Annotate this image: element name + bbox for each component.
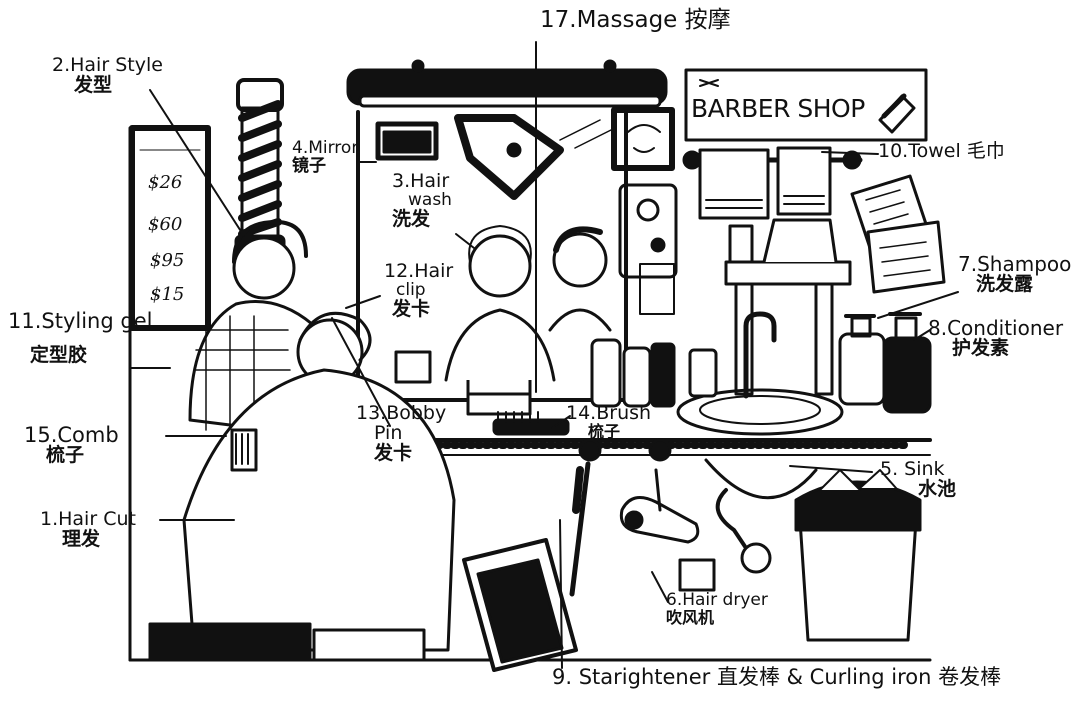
trash-bin bbox=[794, 469, 922, 642]
price-3: $95 bbox=[150, 250, 185, 271]
price-2: $60 bbox=[148, 214, 183, 235]
label-straightener: 9. Starightener 直发棒 & Curling iron 卷发棒 bbox=[552, 665, 1002, 689]
label-comb: 15.Comb 梳子 bbox=[24, 423, 119, 467]
label-massage: 17.Massage 按摩 bbox=[540, 7, 731, 33]
counter bbox=[378, 438, 932, 462]
label-bobby-pin: 13.Bobby Pin 发卡 bbox=[356, 402, 447, 464]
mirror bbox=[356, 107, 675, 402]
label-mirror: 4.Mirror 镜子 bbox=[292, 138, 359, 176]
barber-pole bbox=[234, 78, 286, 256]
label-sink: 5. Sink 水池 bbox=[880, 458, 957, 500]
label-hair-dryer: 6.Hair dryer 吹风机 bbox=[666, 590, 768, 627]
hair-dryer-object bbox=[619, 468, 716, 592]
sink bbox=[676, 311, 844, 574]
barber-shop-sign-text: BARBER SHOP bbox=[691, 94, 865, 123]
price-4: $15 bbox=[150, 284, 185, 305]
label-styling-gel: 11.Styling gel 定型胶 bbox=[8, 309, 153, 367]
label-towel: 10.Towel 毛巾 bbox=[878, 140, 1005, 162]
barber-shop-sign bbox=[684, 68, 928, 142]
straightener-object bbox=[569, 461, 591, 597]
brush-object bbox=[492, 411, 570, 436]
label-hair-style: 2.Hair Style 发型 bbox=[52, 54, 163, 96]
label-conditioner: 8.Conditioner 护发素 bbox=[928, 316, 1064, 359]
wall-outlet bbox=[618, 183, 678, 315]
counter-bottles bbox=[590, 338, 718, 408]
barber-chair bbox=[148, 622, 426, 662]
ceiling-lamp bbox=[346, 59, 668, 108]
price-1: $26 bbox=[148, 172, 183, 193]
product-shelf bbox=[724, 218, 852, 396]
smartphone bbox=[462, 538, 578, 672]
shampoo-bottle bbox=[838, 314, 886, 406]
comb-object bbox=[230, 428, 258, 472]
label-brush: 14.Brush 梳子 bbox=[566, 402, 652, 441]
conditioner-bottle bbox=[882, 312, 932, 414]
leader-lines bbox=[129, 41, 959, 669]
label-hair-clip: 12.Hair clip 发卡 bbox=[384, 260, 454, 320]
label-shampoo: 7.Shampoo 洗发露 bbox=[958, 252, 1072, 295]
label-hair-wash: 3.Hair wash 洗发 bbox=[392, 170, 452, 230]
towel-rack bbox=[682, 146, 863, 220]
wall-notes bbox=[850, 174, 946, 294]
label-hair-cut: 1.Hair Cut 理发 bbox=[40, 508, 136, 550]
mirror-reflection bbox=[444, 225, 612, 382]
price-board bbox=[129, 125, 211, 331]
